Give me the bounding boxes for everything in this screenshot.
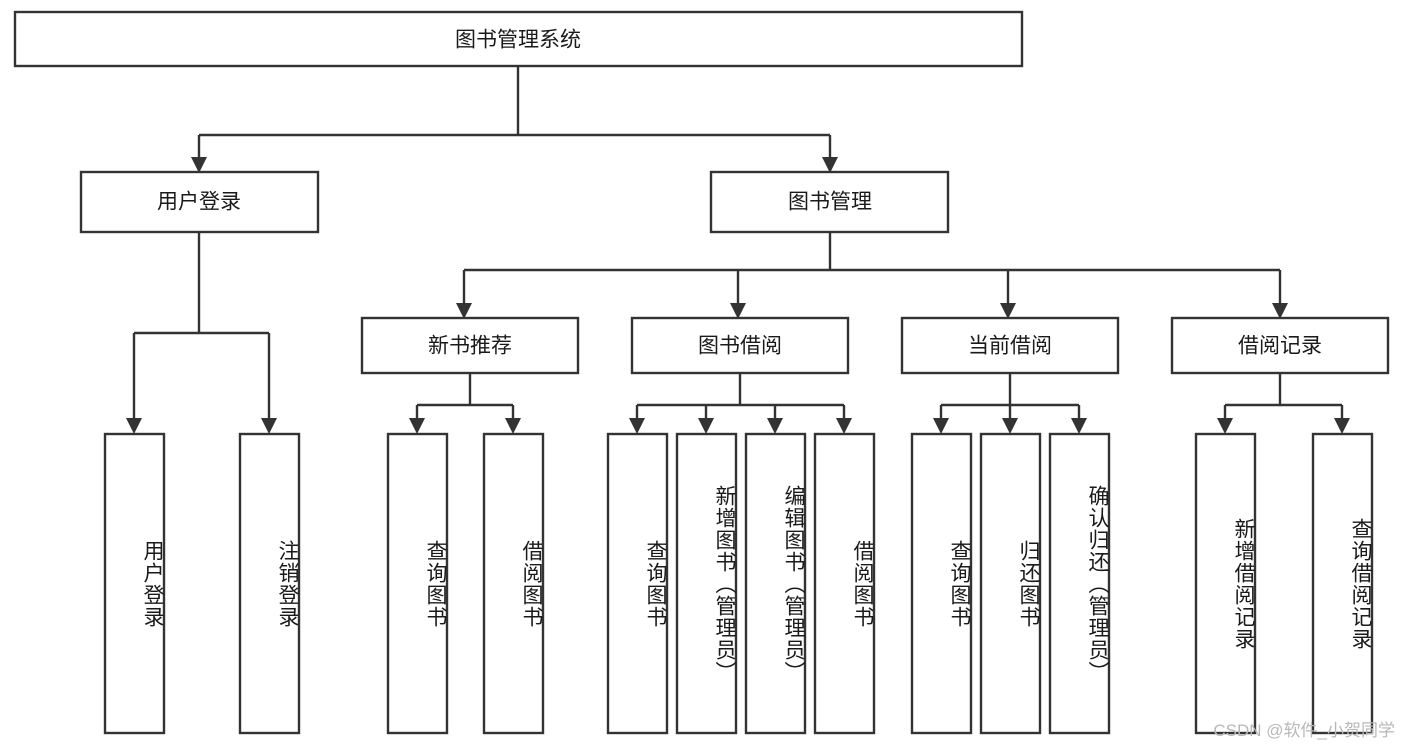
- leaf-box-cb-return[interactable]: [979, 432, 1042, 735]
- arrowhead-br-leaf2: [1334, 418, 1350, 434]
- node-borrow-record-box[interactable]: [1170, 316, 1390, 375]
- arrowhead-book-borrow: [730, 303, 746, 319]
- connector-group-book-manage: [456, 232, 1288, 319]
- arrowhead-leaf-user-login: [126, 418, 142, 434]
- arrowhead-bb-leaf1: [629, 418, 645, 434]
- node-root[interactable]: 图书管理系统: [13, 10, 1024, 68]
- node-book-manage-box[interactable]: [709, 170, 950, 234]
- leaf-box-logout[interactable]: [238, 432, 301, 735]
- node-new-book-recommend-label: 新书推荐: [428, 335, 512, 358]
- leaf-box-cb-query[interactable]: [910, 432, 973, 735]
- arrowhead-current-borrow: [1000, 303, 1016, 319]
- arrowhead-leaf-logout: [261, 418, 277, 434]
- arrowhead-nb-leaf2: [505, 418, 521, 434]
- arrowhead-cb-leaf2: [1002, 418, 1018, 434]
- leaf-box-bb-edit[interactable]: [744, 432, 807, 735]
- leaf-box-nb-query[interactable]: [386, 432, 449, 735]
- connector-group-book-borrow: [629, 373, 852, 434]
- node-book-manage[interactable]: 图书管理: [709, 170, 950, 234]
- leaf-box-bb-add[interactable]: [675, 432, 738, 735]
- node-book-borrow-label: 图书借阅: [698, 335, 782, 358]
- arrowhead-nb-leaf1: [409, 418, 425, 434]
- node-user-login-label: 用户登录: [157, 191, 241, 214]
- arrowhead-br-leaf1: [1217, 418, 1233, 434]
- arrowhead-bb-leaf3: [767, 418, 783, 434]
- leaf-box-user-login[interactable]: [103, 432, 166, 735]
- node-current-borrow-box[interactable]: [900, 316, 1120, 375]
- node-new-book-recommend[interactable]: 新书推荐: [360, 316, 580, 375]
- arrowhead-user-login: [191, 157, 207, 173]
- arrowhead-borrow-record: [1272, 303, 1288, 319]
- leaf-boxes-borrow-record: [1194, 432, 1374, 735]
- node-root-box[interactable]: [13, 10, 1024, 68]
- connector-group-borrow-record: [1217, 373, 1350, 434]
- csdn-watermark: CSDN @软件_小贺同学: [1213, 721, 1395, 740]
- node-user-login-box[interactable]: [79, 170, 320, 234]
- arrowhead-cb-leaf3: [1071, 418, 1087, 434]
- node-book-borrow[interactable]: 图书借阅: [630, 316, 850, 375]
- connector-group-user-login: [126, 232, 277, 434]
- leaf-box-br-add[interactable]: [1194, 432, 1257, 735]
- leaf-box-br-query[interactable]: [1311, 432, 1374, 735]
- node-user-login[interactable]: 用户登录: [79, 170, 320, 234]
- connector-group-new-book: [409, 373, 521, 434]
- leaf-box-nb-borrow[interactable]: [482, 432, 545, 735]
- connector-group-current-borrow: [933, 373, 1087, 434]
- arrowhead-bb-leaf4: [836, 418, 852, 434]
- arrowhead-book-manage: [822, 157, 838, 173]
- leaf-boxes-new-book: [386, 432, 545, 735]
- leaf-boxes-current-borrow: [910, 432, 1111, 735]
- leaf-box-bb-borrow[interactable]: [813, 432, 876, 735]
- leaf-box-bb-query[interactable]: [606, 432, 669, 735]
- node-book-manage-label: 图书管理: [788, 191, 872, 214]
- node-borrow-record[interactable]: 借阅记录: [1170, 316, 1390, 375]
- node-borrow-record-label: 借阅记录: [1238, 335, 1322, 358]
- arrowhead-bb-leaf2: [698, 418, 714, 434]
- leaf-boxes-book-borrow: [606, 432, 876, 735]
- connector-group-root: [191, 66, 838, 173]
- arrowhead-new-book: [456, 303, 472, 319]
- node-current-borrow-label: 当前借阅: [968, 335, 1052, 358]
- leaf-box-cb-confirm[interactable]: [1048, 432, 1111, 735]
- arrowhead-cb-leaf1: [933, 418, 949, 434]
- node-book-borrow-box[interactable]: [630, 316, 850, 375]
- leaf-boxes-user-login: [103, 432, 301, 735]
- node-root-label: 图书管理系统: [455, 29, 581, 52]
- node-current-borrow[interactable]: 当前借阅: [900, 316, 1120, 375]
- node-new-book-recommend-box[interactable]: [360, 316, 580, 375]
